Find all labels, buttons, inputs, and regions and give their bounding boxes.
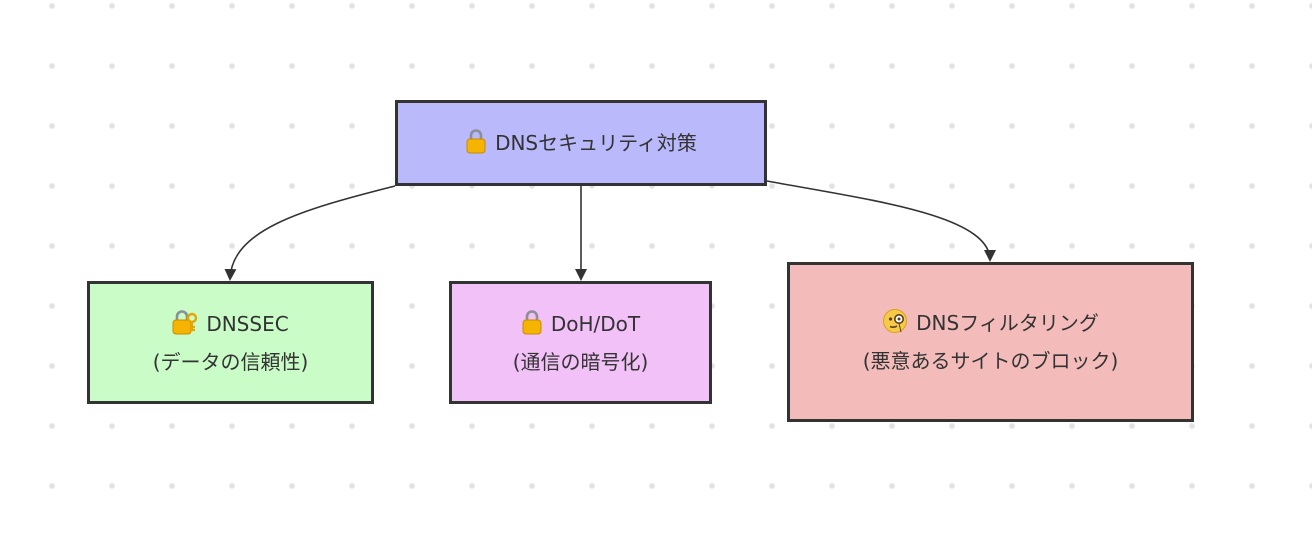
doh-dot-node-sublabel: (通信の暗号化) bbox=[512, 349, 649, 374]
edge-root-to-filter bbox=[766, 180, 996, 262]
root-node-title: DNSセキュリティ対策 bbox=[465, 124, 697, 162]
doh-dot-node[interactable]: DoH/DoT (通信の暗号化) bbox=[449, 281, 712, 404]
dnssec-node[interactable]: DNSSEC (データの信頼性) bbox=[87, 281, 374, 404]
dns-filtering-node[interactable]: DNSフィルタリング (悪意あるサイトのブロック) bbox=[787, 262, 1194, 422]
edge-root-to-dnssec bbox=[224, 185, 396, 281]
dnssec-node-label: DNSSEC bbox=[206, 311, 289, 336]
dnssec-node-title: DNSSEC bbox=[153, 305, 309, 343]
lock-with-key-icon bbox=[172, 309, 198, 334]
doh-dot-node-title: DoH/DoT bbox=[513, 305, 649, 343]
dns-filtering-node-sublabel: (悪意あるサイトのブロック) bbox=[862, 349, 1119, 373]
root-node-label: DNSセキュリティ対策 bbox=[495, 131, 697, 155]
lock-icon bbox=[522, 309, 542, 334]
doh-dot-node-label: DoH/DoT bbox=[550, 311, 641, 336]
monocle-face-icon bbox=[883, 309, 908, 333]
dns-filtering-node-label: DNSフィルタリング bbox=[916, 311, 1099, 335]
dnssec-node-sublabel: (データの信頼性) bbox=[152, 349, 309, 374]
lock-icon bbox=[466, 129, 486, 154]
root-node[interactable]: DNSセキュリティ対策 bbox=[395, 100, 767, 186]
dns-filtering-node-title: DNSフィルタリング bbox=[841, 304, 1141, 342]
